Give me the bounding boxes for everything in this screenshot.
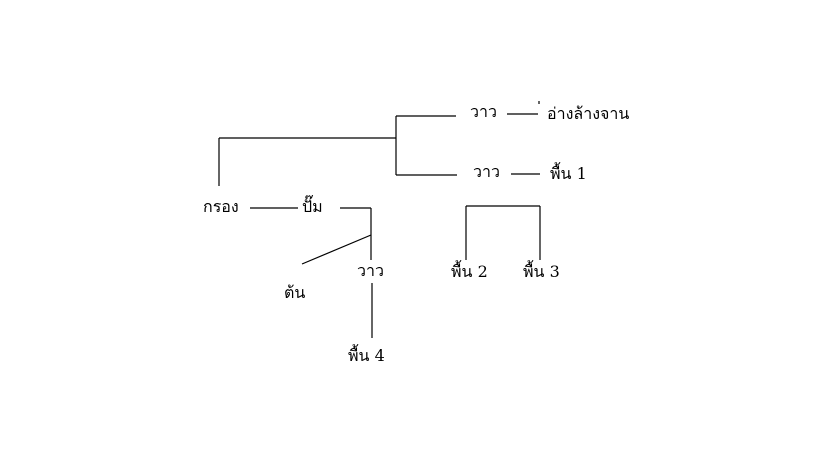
node-valve-mid: วาว xyxy=(473,162,500,181)
node-floor-4: พื้น 4 xyxy=(348,346,385,365)
node-sink: อ่างล้างจาน xyxy=(547,104,630,123)
node-valve-low: วาว xyxy=(357,261,384,280)
node-floor-1: พื้น 1 xyxy=(550,164,587,183)
node-valve-top: วาว xyxy=(470,102,497,121)
node-filter: กรอง xyxy=(203,197,239,216)
node-tree: ต้น xyxy=(284,283,306,302)
node-pump: ปั๊ม xyxy=(302,197,323,216)
node-floor-2: พื้น 2 xyxy=(451,262,488,281)
connector-tree xyxy=(301,234,372,265)
node-floor-3: พื้น 3 xyxy=(523,262,560,281)
